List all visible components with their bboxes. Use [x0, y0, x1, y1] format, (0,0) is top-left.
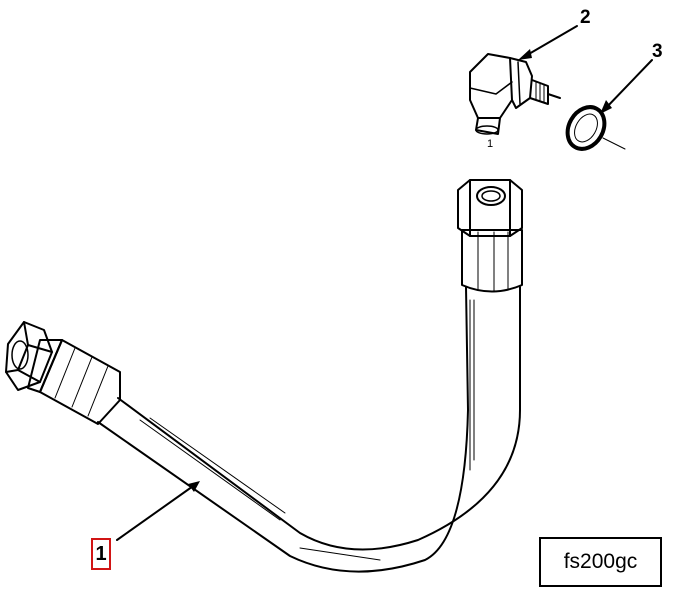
leader-lines: [116, 25, 653, 541]
elbow-fitting: [469, 53, 561, 135]
right-end-fitting: [457, 179, 523, 293]
left-end-fitting: [5, 321, 121, 425]
callout-3: 3: [652, 41, 663, 62]
o-ring: [565, 105, 626, 151]
callout-1: 1: [91, 538, 111, 570]
elbow-marking-label: 1: [487, 138, 494, 150]
hose: [97, 286, 521, 573]
figure-id-box: fs200gc: [539, 537, 662, 587]
callout-2: 2: [580, 7, 591, 28]
